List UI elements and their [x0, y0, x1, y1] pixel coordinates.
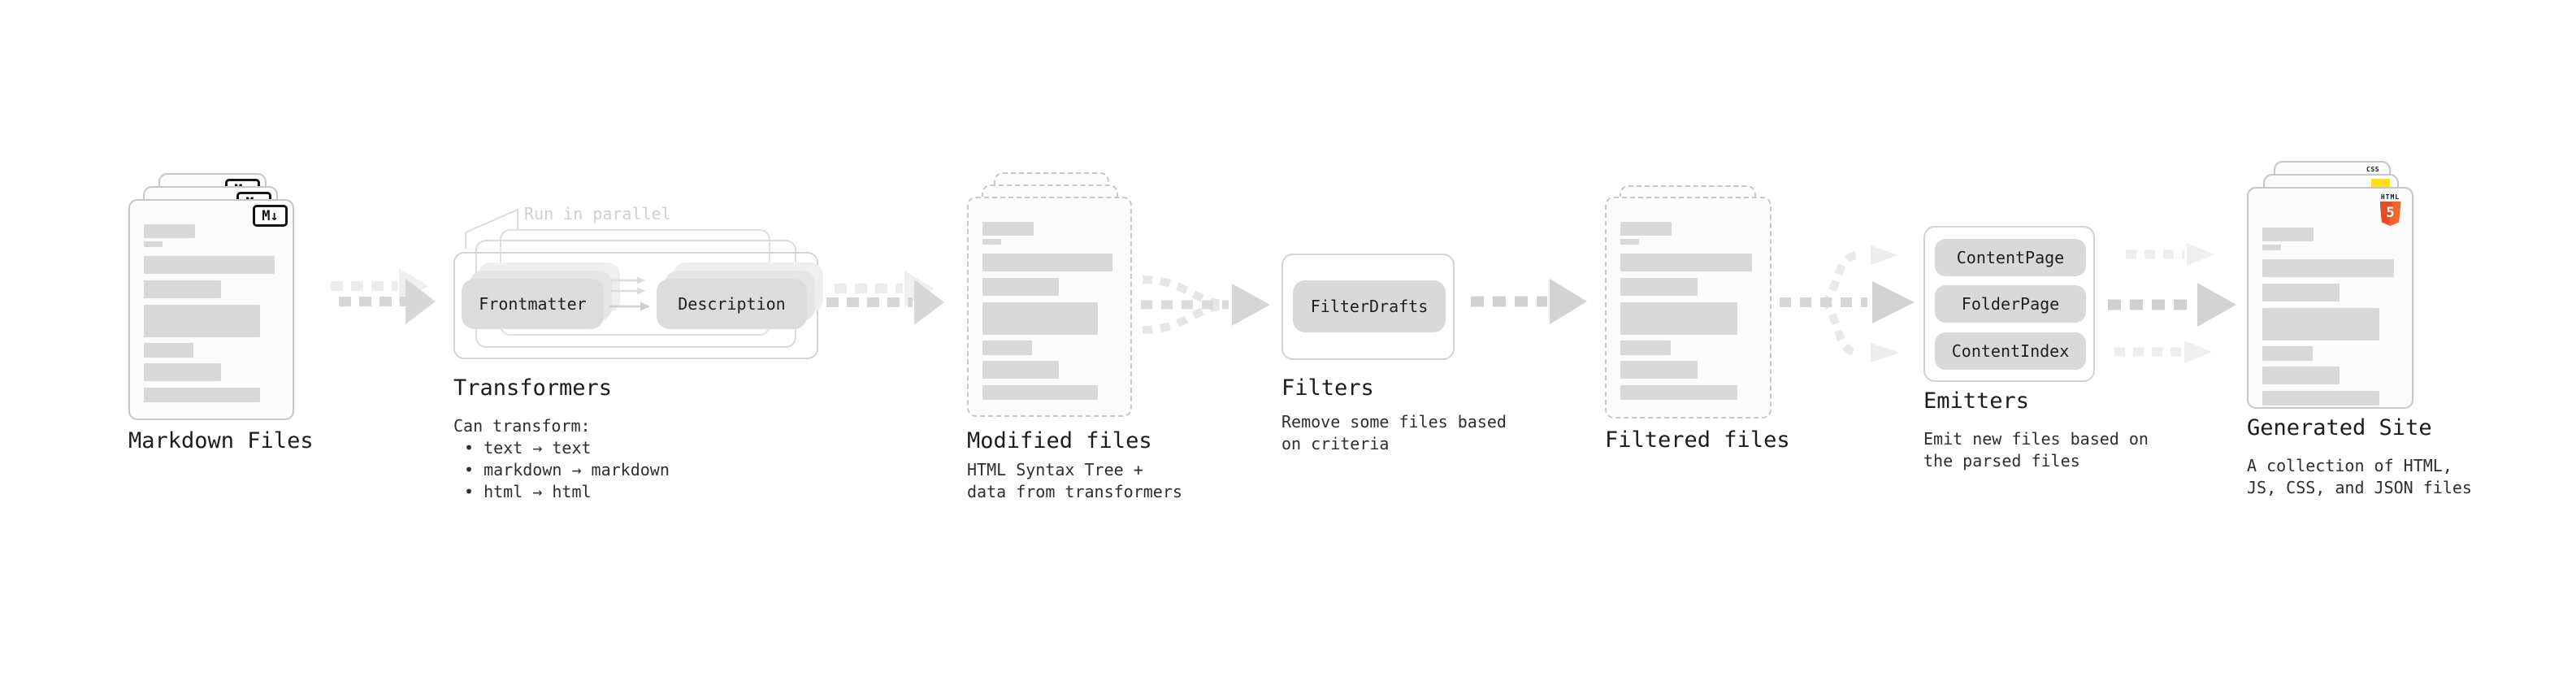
doc-text-line [2262, 284, 2340, 301]
filterdrafts-pill: FilterDrafts [1293, 280, 1446, 332]
html5-icon-label: HTML [2380, 193, 2400, 201]
doc-text-line [2262, 228, 2314, 241]
parallel-arrows-icon [609, 276, 650, 311]
doc-text-line [2262, 367, 2340, 384]
doc-text-line [144, 305, 260, 337]
doc-text-line [2262, 308, 2379, 340]
doc-text-line [2262, 391, 2379, 406]
contentindex-pill: ContentIndex [1935, 332, 2086, 370]
doc-text-line [144, 256, 275, 274]
doc-text-line [2262, 259, 2394, 277]
markdown-icon: M↓ [253, 205, 288, 227]
emitters-title: Emitters [1923, 388, 2030, 414]
doc-content-lines [144, 224, 279, 402]
transformers-bullet: • markdown → markdown [464, 460, 670, 479]
doc-text-line [1620, 222, 1672, 236]
frontmatter-pill: Frontmatter [462, 279, 604, 329]
doc-text-line [1620, 385, 1737, 400]
transformers-bullet-list: • text → text • markdown → markdown • ht… [464, 437, 670, 503]
doc-content-lines [2262, 228, 2398, 406]
folderpage-pill: FolderPage [1935, 285, 2086, 323]
doc-text-line [982, 239, 1002, 245]
arrow-emitters-to-generated [2108, 243, 2236, 363]
contentpage-pill: ContentPage [1935, 239, 2086, 276]
filtered-doc-front [1605, 197, 1772, 419]
doc-text-line [982, 254, 1113, 271]
modified-doc-front [967, 197, 1132, 417]
generated-doc-front: HTML 5 [2247, 187, 2413, 409]
doc-text-line [1620, 302, 1737, 335]
doc-content-lines [982, 222, 1117, 400]
doc-text-line [1620, 340, 1671, 355]
doc-text-line [982, 385, 1098, 400]
doc-text-line [1620, 254, 1752, 271]
arrow-transformers-to-modified [826, 271, 944, 325]
doc-text-line [2262, 346, 2313, 361]
arrow-filters-to-filtered [1471, 279, 1587, 324]
description-pill: Description [657, 279, 807, 329]
modified-title: Modified files [967, 428, 1152, 453]
filters-title: Filters [1281, 375, 1374, 401]
transformers-bullet: • text → text [464, 438, 592, 458]
run-in-parallel-note: Run in parallel [524, 204, 671, 223]
arrow-filtered-to-emitters [1780, 245, 1915, 362]
doc-text-line [144, 363, 221, 381]
modified-subtitle: HTML Syntax Tree + data from transformer… [967, 460, 1182, 501]
doc-text-line [144, 280, 221, 298]
run-in-parallel-leader-line [465, 208, 518, 249]
markdown-doc-front: M↓ [128, 199, 294, 420]
html5-icon: HTML 5 [2379, 193, 2401, 226]
transformers-title: Transformers [453, 375, 613, 401]
arrow-markdown-to-transformers [331, 268, 436, 324]
transformers-bullet: • html → html [464, 482, 592, 501]
emitters-box: ContentPage FolderPage ContentIndex [1923, 226, 2095, 382]
markdown-title: Markdown Files [128, 428, 314, 453]
css-icon-label: CSS [2366, 166, 2379, 173]
doc-text-line [1620, 361, 1698, 379]
doc-text-line [144, 224, 196, 238]
arrow-modified-to-filters [1141, 275, 1270, 334]
generated-subtitle: A collection of HTML, JS, CSS, and JSON … [2247, 456, 2472, 497]
doc-text-line [2262, 245, 2282, 250]
doc-text-line [982, 302, 1098, 335]
doc-text-line [144, 388, 260, 402]
doc-text-line [982, 361, 1060, 379]
emitters-subtitle: Emit new files based on the parsed files [1923, 429, 2149, 471]
doc-text-line [144, 241, 163, 247]
doc-content-lines [1620, 222, 1756, 400]
transformers-subtitle: Can transform: [453, 416, 591, 436]
filters-box: FilterDrafts [1281, 254, 1455, 360]
doc-text-line [982, 278, 1060, 296]
html5-icon-shield: 5 [2379, 202, 2401, 226]
filtered-title: Filtered files [1605, 427, 1790, 453]
doc-text-line [144, 343, 194, 358]
doc-text-line [982, 222, 1034, 236]
doc-text-line [1620, 278, 1698, 296]
filters-subtitle: Remove some files based on criteria [1281, 412, 1507, 453]
doc-text-line [1620, 239, 1640, 245]
doc-text-line [982, 340, 1033, 355]
generated-title: Generated Site [2247, 415, 2432, 440]
